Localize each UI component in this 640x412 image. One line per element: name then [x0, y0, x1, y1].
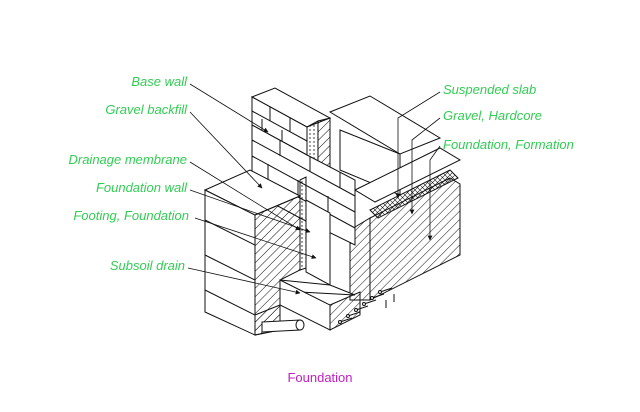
footing-side — [329, 291, 361, 331]
foundation-wall-face — [305, 199, 331, 286]
leader-suspended-slab — [395, 91, 441, 199]
label-footing-foundation: Footing, Foundation — [73, 208, 189, 223]
leader-foundation-formation — [427, 145, 441, 241]
leader-foundation-wall — [189, 189, 311, 233]
membrane-vertical — [299, 176, 307, 271]
leader-lines — [187, 83, 441, 295]
foundation-block-front — [204, 189, 256, 336]
label-foundation-wall: Foundation wall — [95, 180, 187, 195]
label-subsoil-drain: Subsoil drain — [109, 258, 185, 273]
label-gravel-hardcore: Gravel, Hardcore — [443, 108, 542, 123]
foundation-wall-block — [203, 169, 331, 336]
leader-gravel-backfill — [189, 111, 263, 189]
leader-gravel-hardcore — [409, 117, 441, 215]
label-base-wall: Base wall — [131, 74, 187, 89]
label-suspended-slab: Suspended slab — [443, 82, 537, 97]
leader-base-wall — [189, 83, 269, 133]
diagram-caption: Foundation — [287, 370, 353, 385]
label-gravel-backfill: Gravel backfill — [105, 102, 187, 117]
label-drainage-membrane: Drainage membrane — [68, 152, 187, 167]
leader-footing — [194, 217, 317, 259]
subsoil-drain-pipe — [261, 319, 305, 333]
leader-subsoil-drain — [187, 267, 301, 295]
label-foundation-formation: Foundation, Formation — [443, 137, 574, 152]
reinforcing-bars — [338, 287, 395, 324]
leader-drainage-membrane — [189, 161, 301, 231]
footing — [254, 279, 361, 336]
